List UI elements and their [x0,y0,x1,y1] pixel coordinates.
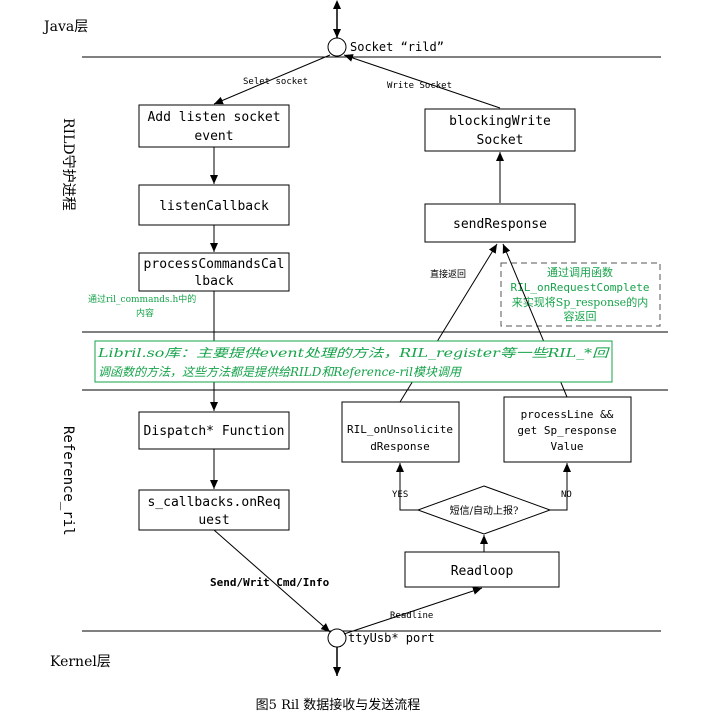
note-complete-line2: RIL_onRequestComplete [510,281,649,294]
blocking-write-line1: blockingWrite [449,114,551,129]
figure-caption: 图5 Ril 数据接收与发送流程 [256,697,421,713]
send-response-box [424,203,576,243]
listen-callback-label: listenCallback [159,199,269,214]
libril-note-box [94,340,613,383]
edge-port-to-readloop [343,587,483,635]
edge-label-write-socket: Write Socket [387,81,452,91]
edge-socket-to-add-listen [213,54,331,105]
process-commands-line2: lback [194,274,233,289]
readloop-box [404,551,560,588]
libril-note-line1: Libril.so库：主要提供event处理的方法，RIL_register等一… [97,346,611,360]
add-listen-box [138,104,290,148]
port-node [327,628,347,648]
process-line-line1: processLine && [521,408,614,421]
add-listen-line1: Add listen socket [147,110,280,125]
unsolicited-line2: dResponse [370,440,430,453]
edge-no [550,463,571,511]
libril-note-line2: 调函数的方法，这些方法都是提供给RILD和Reference-ril模块调用 [98,365,462,379]
process-commands-line1: processCommandsCal [144,257,285,272]
edge-label-yes: YES [392,490,408,500]
send-response-label: sendResponse [453,217,547,232]
port-label: ttyUsb* port [348,631,435,645]
unsolicited-box [341,401,460,463]
decision-label: 短信/自动上报? [450,504,519,517]
layer-java-label: Java层 [42,19,88,35]
edge-callbacks-to-port [213,529,331,633]
edge-label-direct-return: 直接返回 [430,268,466,280]
edge-blocking-to-socket [343,54,501,109]
socket-node [327,37,347,57]
edge-label-send-cmd: Send/Writ Cmd/Info [210,576,330,589]
note-complete-line3: 来实现将Sp_response的内 [512,295,648,309]
dispatch-label: Dispatch* Function [144,424,285,439]
edge-label-readline: Readline [390,611,433,621]
edge-yes [396,463,418,511]
blocking-write-box [424,108,576,152]
layer-kernel-label: Kernel层 [50,654,111,670]
callbacks-line1: s_callbacks.onReq [147,495,280,510]
note-complete-line1: 通过调用函数 [547,266,613,279]
layer-rild-label: RILD守护进程 [60,118,76,211]
note-commands-line2: 内容 [136,307,154,319]
callbacks-line2: uest [198,513,229,528]
process-line-box [503,396,632,463]
layer-reference-label: Reference_ril [60,426,76,536]
edge-label-no: NO [561,490,572,500]
process-line-line2: get Sp_response [517,424,616,437]
unsolicited-line1: RIL_onUnsolicite [347,423,453,436]
process-line-line3: Value [550,440,583,453]
note-complete-box [500,262,661,327]
readloop-label: Readloop [451,564,514,579]
note-commands-line1: 通过ril_commands.h中的 [88,293,196,305]
socket-label: Socket “rild” [350,40,444,54]
add-listen-line2: event [194,129,233,144]
decision-diamond [416,485,552,535]
note-complete-line4: 容返回 [564,309,597,323]
dispatch-box [138,411,290,450]
edge-label-selet-socket: Selet socket [243,77,308,87]
blocking-write-line2: Socket [477,133,524,148]
